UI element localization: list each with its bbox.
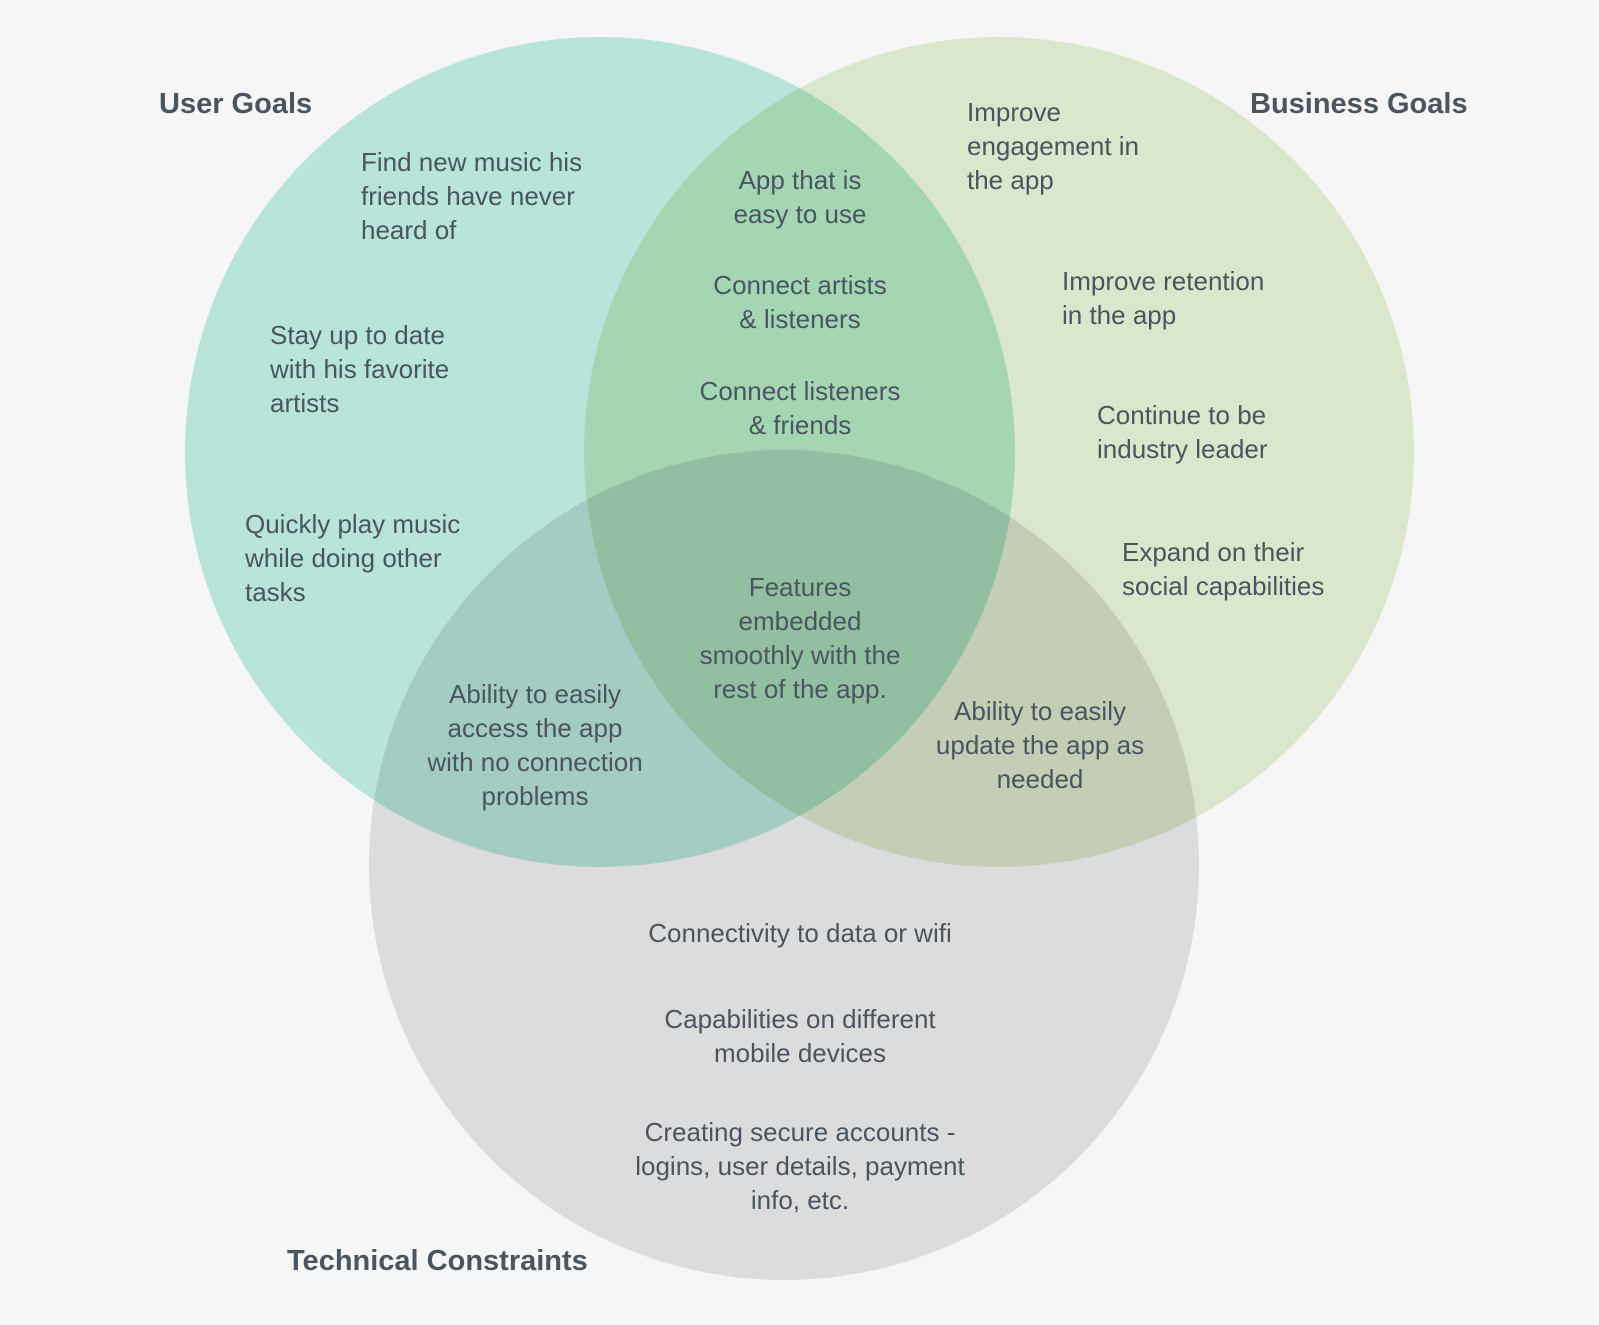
technical-device-capabilities: Capabilities on different mobile devices [664,1004,936,1068]
title-technical-constraints: Technical Constraints [287,1245,588,1277]
technical-secure-accounts: Creating secure accounts - logins, user … [635,1117,965,1215]
title-business-goals: Business Goals [1250,88,1468,120]
business-goal-improve-retention: Improve retention in the app [1062,266,1265,330]
shared-easy-to-use: App that is easy to use [733,165,867,229]
circle-technical-constraints [369,450,1199,1280]
shared-features-embedded: Features embedded smoothly with the rest… [699,572,901,704]
shared-update-app-as-needed: Ability to easily update the app as need… [935,696,1145,794]
user-goal-find-new-music: Find new music his friends have never he… [361,147,583,245]
business-goal-industry-leader: Continue to be industry leader [1097,400,1268,464]
shared-access-no-connection-problems: Ability to easily access the app with no… [427,679,643,811]
title-user-goals: User Goals [159,88,313,120]
business-goal-social-capabilities: Expand on their social capabilities [1122,537,1325,601]
shared-connect-artists-listeners: Connect artists & listeners [713,270,887,334]
technical-connectivity: Connectivity to data or wifi [648,918,952,948]
user-goal-stay-up-to-date: Stay up to date with his favorite artist… [270,320,450,418]
shared-connect-listeners-friends: Connect listeners & friends [699,376,901,440]
business-goal-improve-engagement: Improve engagement in the app [967,97,1140,195]
user-goal-quickly-play-music: Quickly play music while doing other tas… [245,509,461,607]
